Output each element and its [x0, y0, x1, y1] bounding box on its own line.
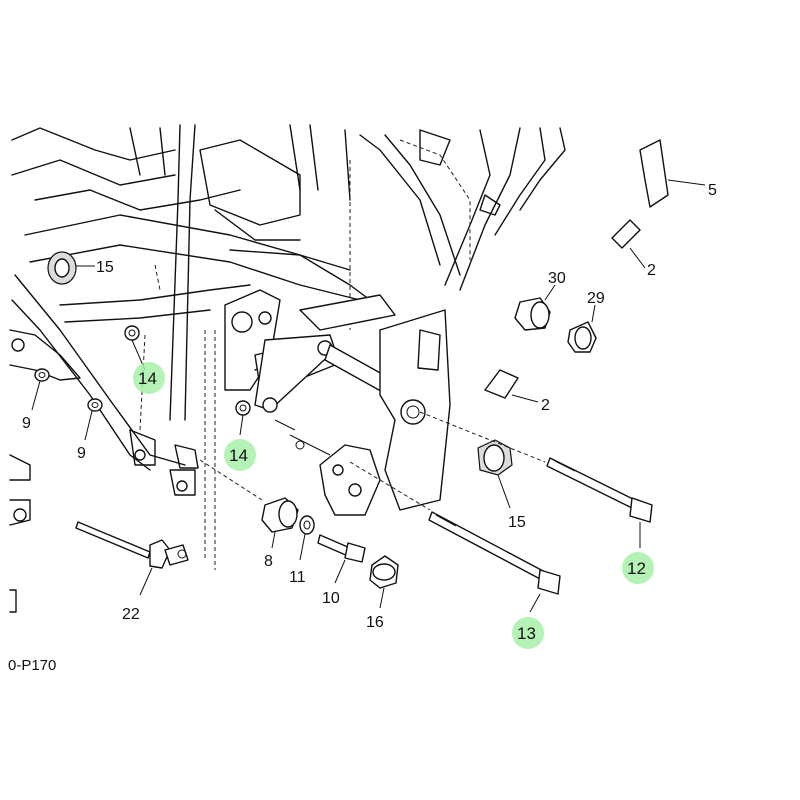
part-2-tag-lower — [484, 369, 519, 399]
callout-2-upper: 2 — [647, 262, 656, 279]
part-10-bolt — [317, 534, 366, 584]
callout-11: 11 — [289, 569, 306, 586]
highlight-13 — [512, 617, 544, 649]
callout-15-upper: 15 — [96, 259, 114, 276]
callout-29: 29 — [587, 290, 605, 307]
part-9-washer-b — [84, 398, 103, 441]
frame-structure — [9, 124, 566, 613]
callout-14-upper: 14 — [138, 369, 157, 388]
highlight-14-upper — [133, 362, 165, 394]
part-5-pad — [639, 139, 669, 208]
part-9-washer-a — [31, 368, 50, 411]
part-12-bolt — [419, 411, 653, 548]
callout-22: 22 — [122, 606, 140, 623]
callout-14-lower: 14 — [229, 446, 248, 465]
part-14-washer-upper — [124, 325, 140, 341]
callout-5: 5 — [708, 182, 717, 199]
callout-8: 8 — [264, 553, 273, 570]
parts — [31, 139, 706, 613]
part-13-bolt — [349, 461, 561, 613]
callout-13: 13 — [517, 624, 536, 643]
part-2-tag-upper — [611, 219, 641, 249]
part-11-washer — [299, 515, 315, 561]
part-15-nut-lower — [477, 439, 513, 509]
callout-15-lower: 15 — [508, 514, 526, 531]
part-8-bushing — [199, 459, 299, 549]
callout-9-b: 9 — [77, 445, 86, 462]
part-16-cap — [369, 555, 399, 609]
pivot-bracket — [224, 289, 451, 516]
callout-12: 12 — [627, 559, 646, 578]
part-15-nut-upper — [47, 251, 95, 285]
page-reference: 0-P170 — [8, 657, 56, 674]
highlight-12 — [622, 552, 654, 584]
highlight-14-lower — [224, 439, 256, 471]
part-22-rod — [75, 521, 189, 596]
callout-9-a: 9 — [22, 415, 31, 432]
callout-10: 10 — [322, 590, 340, 607]
callout-30: 30 — [548, 270, 566, 287]
part-14-washer-lower — [235, 400, 251, 416]
callout-16: 16 — [366, 614, 384, 631]
callout-2-lower: 2 — [541, 397, 550, 414]
